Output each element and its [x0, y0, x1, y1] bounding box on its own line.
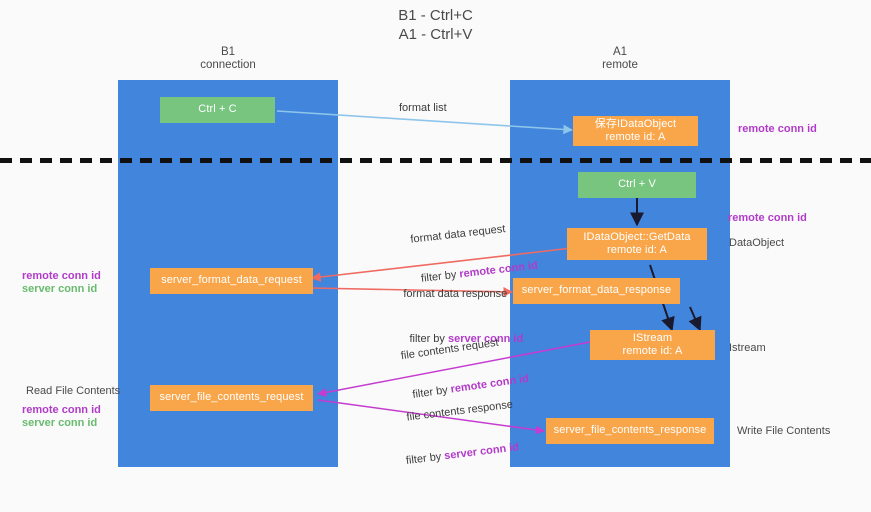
diagram-title: B1 - Ctrl+C A1 - Ctrl+V: [398, 7, 473, 43]
edge-label-file-contents-response-filter-prefix: filter by: [405, 450, 445, 467]
label-dataobject: DataObject: [729, 237, 785, 249]
diagram-canvas: B1 - Ctrl+C A1 - Ctrl+V B1 connection A1…: [0, 7, 871, 467]
edge-label-file-contents-response: file contents response filter by server …: [386, 385, 525, 511]
phase-divider: [0, 158, 871, 163]
edge-label-file-contents-request-text: file contents request: [400, 336, 500, 362]
label-left-server-conn-id: server conn id: [22, 283, 98, 295]
edge-label-file-contents-response-filter-key: server conn id: [443, 441, 520, 463]
node-idataobject-getdata[interactable]: IDataObject::GetData remote id: A: [567, 228, 707, 260]
node-istream[interactable]: IStream remote id: A: [590, 330, 715, 360]
node-server-file-contents-request[interactable]: server_file_contents_request: [150, 385, 313, 411]
label-left-remote-conn-id: remote conn id: [22, 270, 101, 282]
node-server-file-contents-response[interactable]: server_file_contents_response: [546, 418, 714, 444]
swimlane-a1-header: A1 remote: [602, 46, 638, 71]
edge-label-format-list: format list: [399, 102, 447, 114]
node-ctrl-c[interactable]: Ctrl + C: [160, 97, 275, 123]
label-write-file-contents: Write File Contents: [737, 425, 831, 437]
swimlane-b1-header: B1 connection: [200, 46, 256, 71]
label-remote-conn-id-mid: remote conn id: [728, 212, 807, 224]
label-remote-conn-id-top: remote conn id: [738, 123, 817, 135]
edge-label-file-contents-response-text: file contents response: [405, 398, 514, 424]
node-save-idataobject[interactable]: 保存IDataObject remote id: A: [573, 116, 698, 146]
edge-label-format-data-response-text: format data response: [403, 287, 508, 300]
node-ctrl-v[interactable]: Ctrl + V: [578, 172, 696, 198]
edge-label-format-data-request-text: format data request: [409, 222, 506, 246]
label-read-file-contents: Read File Contents: [26, 385, 121, 397]
label-istream: Istream: [729, 342, 766, 354]
label-left-server-conn-id-2: server conn id: [22, 417, 98, 429]
node-server-format-data-request[interactable]: server_format_data_request: [150, 268, 313, 294]
label-left-remote-conn-id-2: remote conn id: [22, 404, 101, 416]
